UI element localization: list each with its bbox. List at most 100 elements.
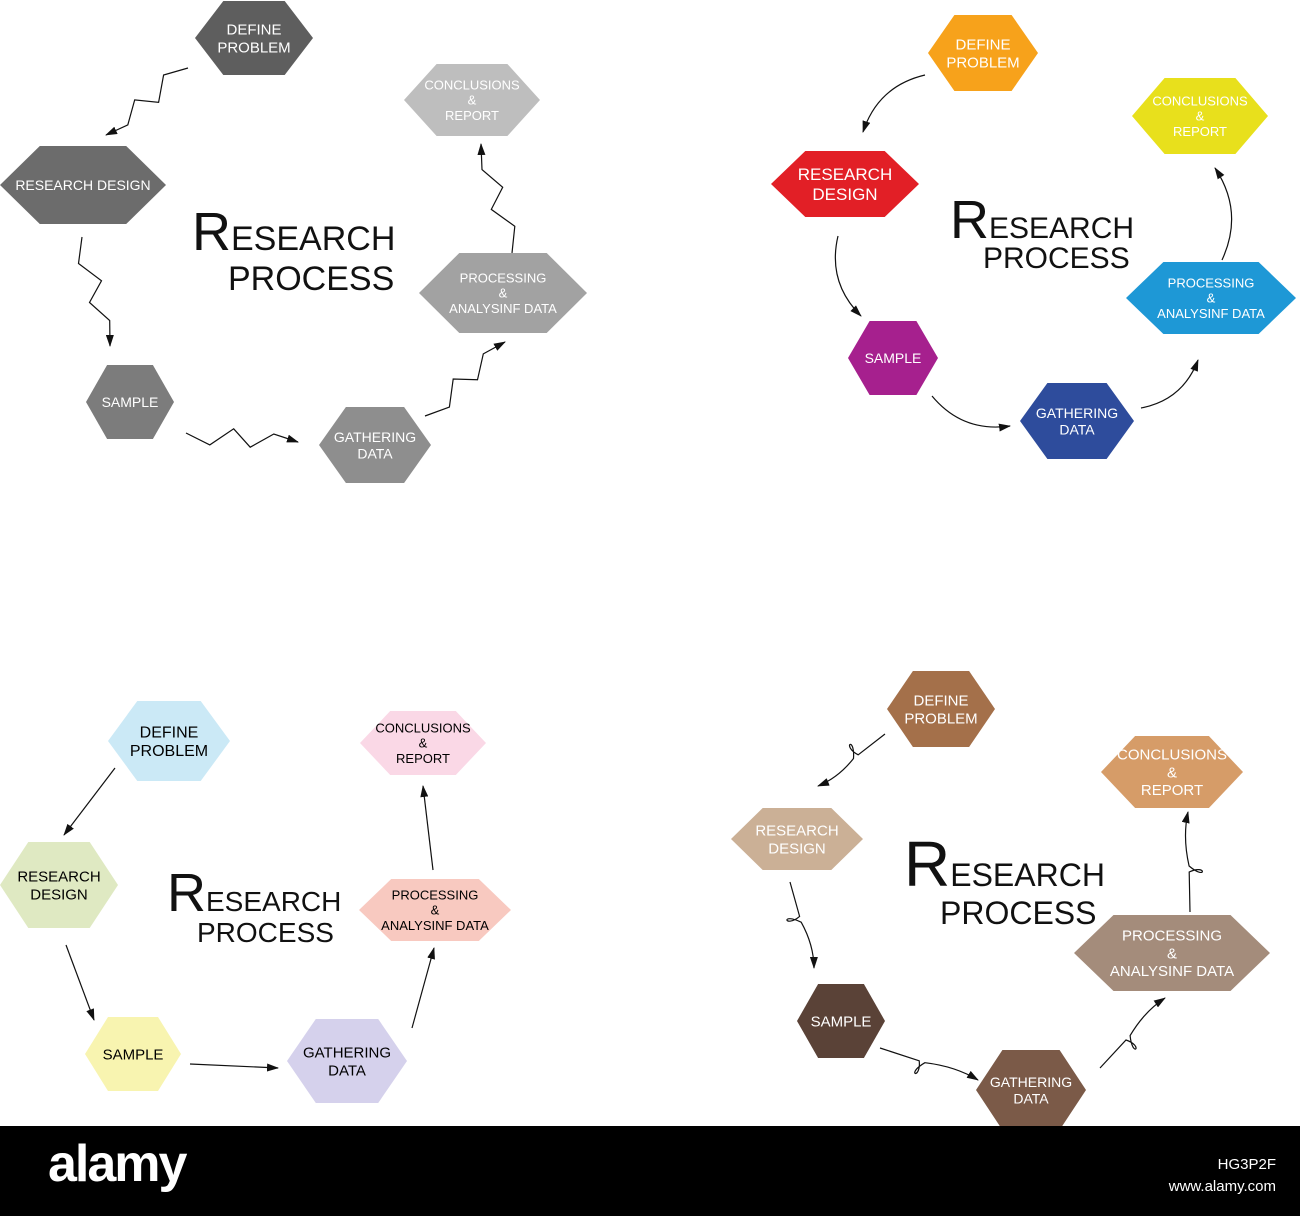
step-sample: SAMPLE	[86, 365, 174, 439]
diagram-title-line2: PROCESS	[228, 260, 394, 298]
diagram-title-line1: RESEARCH	[167, 863, 341, 923]
step-hexagon	[85, 1017, 181, 1091]
step-hexagon	[976, 1050, 1086, 1126]
step-label-line: PROCESSING	[1168, 275, 1255, 290]
flow-arrow-1	[105, 67, 189, 136]
step-hexagon	[195, 1, 313, 75]
flow-arrow-1	[817, 733, 886, 787]
title-initial: R	[950, 190, 989, 250]
flow-arrow-4	[1099, 997, 1166, 1069]
title-rest: ESEARCH	[231, 220, 395, 258]
step-hexagon	[0, 146, 166, 224]
step-hexagon	[848, 321, 938, 395]
step-label-line: CONCLUSIONS	[424, 77, 520, 92]
step-hexagon	[1132, 78, 1268, 154]
site-url: www.alamy.com	[1168, 1177, 1276, 1195]
step-processing-analysis: PROCESSING&ANALYSINF DATA	[359, 879, 511, 941]
step-label-line: DESIGN	[30, 886, 88, 903]
step-hexagon	[419, 253, 587, 333]
flow-arrow-5	[1214, 167, 1233, 261]
step-label-line: DEFINE	[913, 693, 968, 710]
diagram-title-line1: RESEARCH	[950, 190, 1134, 250]
step-label-line: REPORT	[1173, 124, 1227, 139]
step-label-line: DESIGN	[768, 840, 826, 857]
step-hexagon	[319, 407, 431, 483]
step-research-design: RESEARCH DESIGN	[0, 146, 166, 224]
step-label-line: GATHERING	[303, 1045, 391, 1062]
step-label-line: &	[1167, 764, 1177, 781]
title-initial: R	[904, 828, 950, 900]
step-label-line: CONCLUSIONS	[1117, 747, 1227, 764]
step-hexagon	[1074, 915, 1270, 991]
diagram-title-line2: PROCESS	[940, 895, 1096, 931]
flow-arrow-2	[77, 236, 114, 347]
step-label-line: &	[1196, 109, 1205, 124]
alamy-logo: alamy	[48, 1135, 187, 1193]
flow-arrow-2	[834, 235, 862, 317]
step-conclusions-report: CONCLUSIONS&REPORT	[1132, 78, 1268, 154]
step-conclusions-report: CONCLUSIONS&REPORT	[360, 711, 486, 775]
step-hexagon	[404, 64, 540, 136]
step-label-line: DATA	[357, 445, 393, 461]
step-label-line: &	[1167, 945, 1177, 962]
image-id: HG3P2F	[1217, 1156, 1276, 1173]
image-id-block: HG3P2F www.alamy.com	[1169, 1154, 1276, 1198]
title-rest: ESEARCH	[989, 212, 1134, 245]
step-label-line: &	[419, 736, 428, 751]
diagram-title-line1: RESEARCH	[192, 202, 395, 262]
step-hexagon	[1101, 736, 1243, 808]
step-label-line: PROCESSING	[392, 887, 479, 902]
step-label-line: PROBLEM	[946, 54, 1019, 71]
diagram-title-line2: PROCESS	[197, 917, 334, 948]
step-sample: SAMPLE	[85, 1017, 181, 1091]
step-label-line: ANALYSINF DATA	[1157, 306, 1265, 321]
flow-arrow-4	[411, 947, 435, 1029]
step-label-line: &	[468, 93, 477, 108]
step-label-line: PROCESSING	[1122, 928, 1222, 945]
flow-arrow-2	[65, 944, 95, 1021]
step-label-line: ANALYSINF DATA	[381, 918, 489, 933]
step-label-line: ANALYSINF DATA	[449, 301, 557, 316]
flow-arrow-3	[185, 428, 299, 448]
step-processing-analysis: PROCESSING&ANALYSINF DATA	[419, 253, 587, 333]
step-label-line: PROBLEM	[217, 39, 290, 56]
step-hexagon	[797, 984, 885, 1058]
step-label-line: CONCLUSIONS	[375, 720, 471, 735]
step-hexagon	[360, 711, 486, 775]
flow-arrow-3	[189, 1063, 279, 1072]
footer-bar: alamy HG3P2F www.alamy.com	[0, 1126, 1300, 1216]
step-label-line: RESEARCH	[798, 165, 892, 184]
step-label-line: GATHERING	[334, 429, 416, 445]
step-label-line: REPORT	[396, 751, 450, 766]
research-process-diagram-4: DEFINEPROBLEMRESEARCHDESIGNSAMPLEGATHERI…	[731, 671, 1270, 1126]
step-hexagon	[359, 879, 511, 941]
step-hexagon	[0, 842, 118, 928]
title-rest: ESEARCH	[206, 886, 341, 917]
step-hexagon	[86, 365, 174, 439]
step-label-line: PROBLEM	[130, 743, 208, 760]
flow-arrow-1	[862, 74, 926, 133]
step-label-line: DEFINE	[226, 22, 281, 39]
flow-arrow-4	[424, 341, 506, 417]
step-label-line: GATHERING	[990, 1074, 1072, 1090]
step-label-line: DEFINE	[140, 724, 199, 741]
step-label-line: SAMPLE	[865, 350, 922, 366]
step-label-line: REPORT	[1141, 782, 1203, 799]
step-hexagon	[771, 151, 919, 217]
flow-arrow-5	[420, 785, 434, 871]
step-label-line: CONCLUSIONS	[1152, 93, 1248, 108]
flow-arrow-5	[1181, 811, 1203, 913]
step-hexagon	[108, 701, 230, 781]
